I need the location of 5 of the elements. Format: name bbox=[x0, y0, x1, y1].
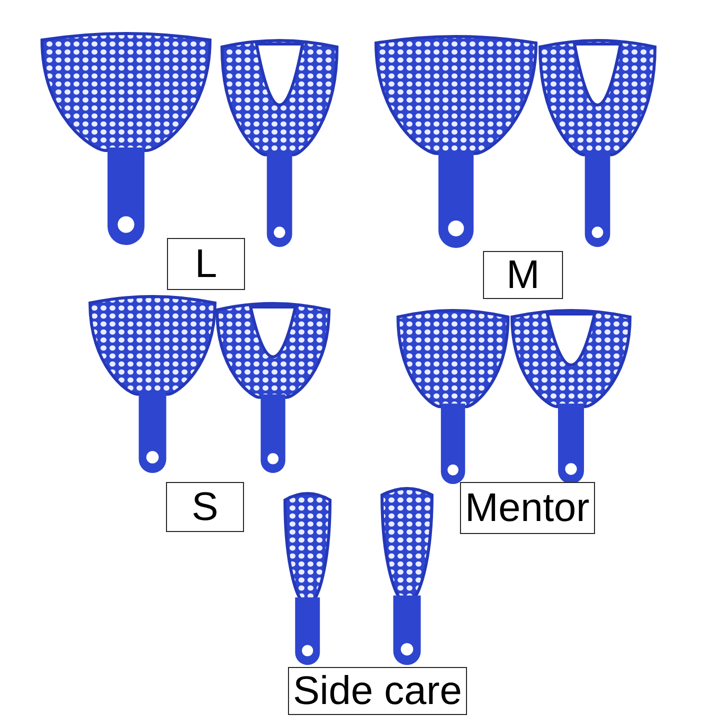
size-label: Side care bbox=[288, 667, 467, 715]
size-label: M bbox=[483, 251, 563, 299]
size-label: S bbox=[166, 482, 244, 532]
size-label: Mentor bbox=[460, 482, 594, 534]
size-label: L bbox=[167, 238, 245, 290]
